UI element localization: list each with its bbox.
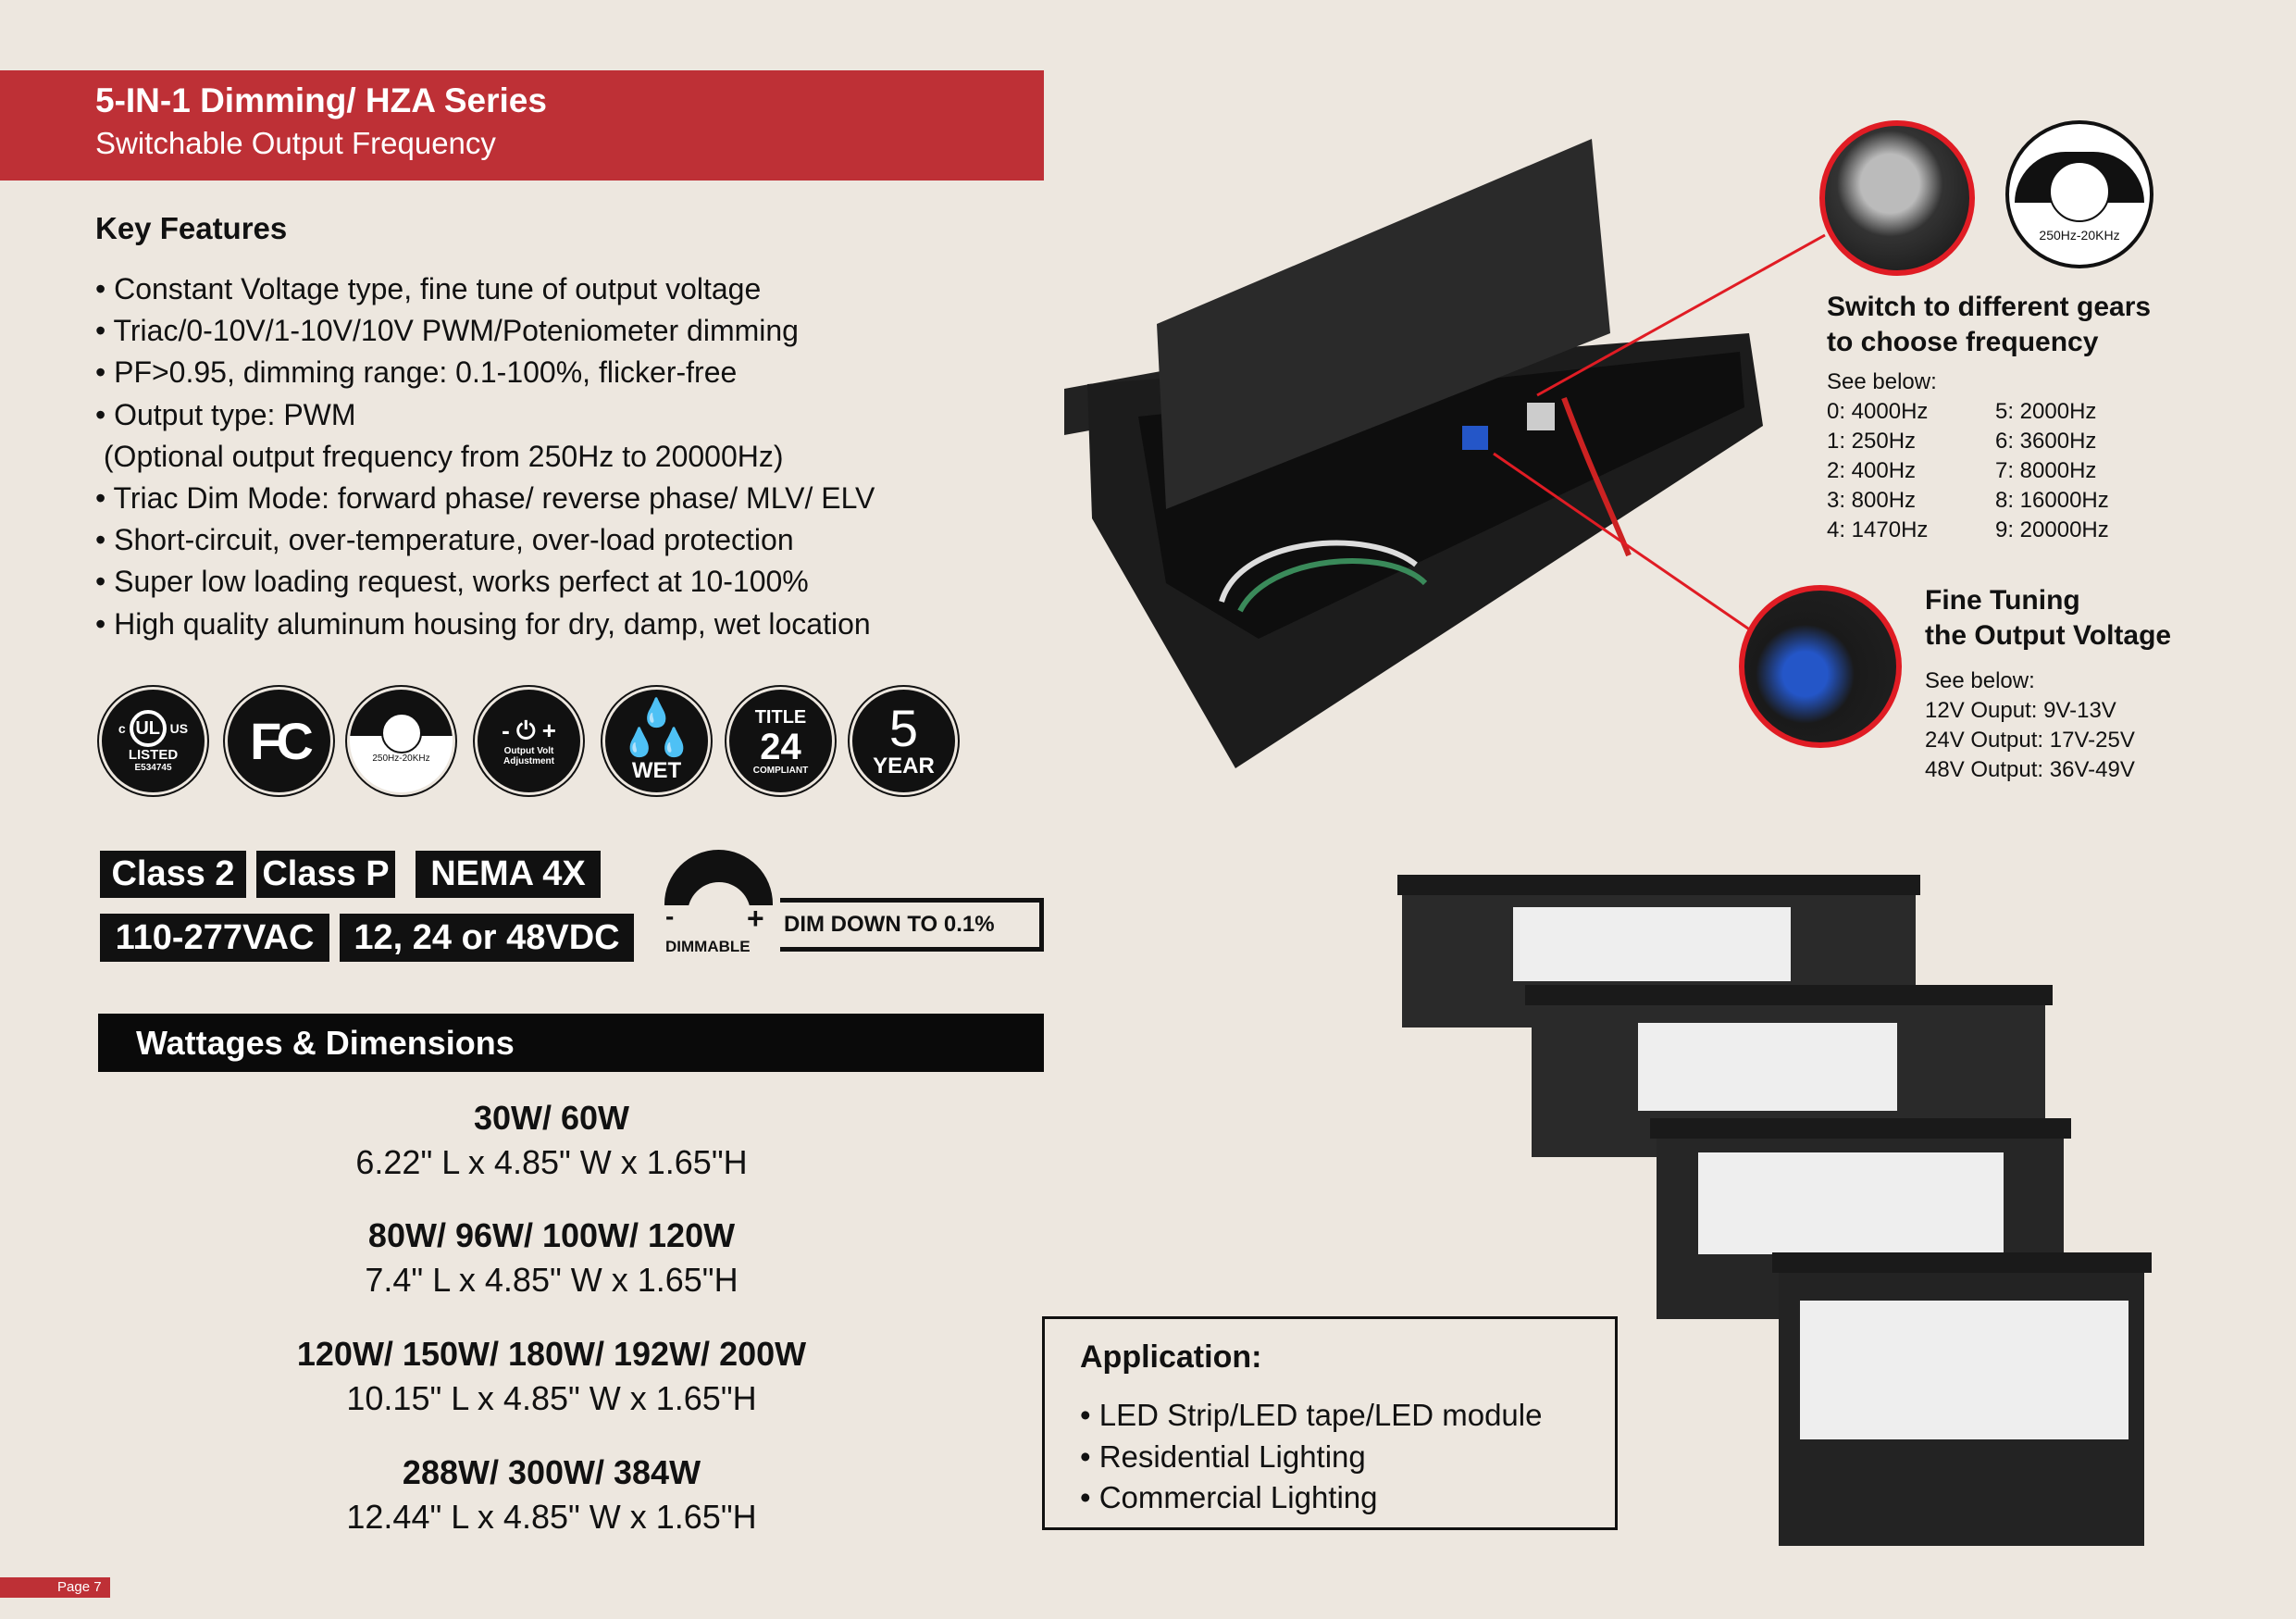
voltage-range: 48V Output: 36V-49V (1925, 757, 2135, 782)
feature-item: • High quality aluminum housing for dry,… (95, 606, 871, 641)
application-item: • Commercial Lighting (1080, 1480, 1378, 1514)
freq-option: 2: 400Hz (1827, 458, 1917, 483)
minus: - (665, 902, 675, 930)
classp-badge: Class P (256, 851, 395, 898)
housing-lid (1157, 139, 1610, 509)
wattage-group: 120W/ 150W/ 180W/ 192W/ 200W 10.15" L x 4… (0, 1332, 1103, 1421)
frequency-col-1: 0: 4000Hz 1: 250Hz 2: 400Hz 3: 800Hz 4: … (1827, 397, 1928, 545)
freq-option: 7: 8000Hz (1995, 458, 2097, 483)
frequency-heading-1: Switch to different gears (1827, 292, 2152, 322)
frequency-heading-2: to choose frequency (1827, 327, 2099, 357)
wattage-values: 30W/ 60W (473, 1099, 630, 1137)
warranty-label: YEAR (873, 753, 935, 778)
freq-option: 3: 800Hz (1827, 488, 1917, 513)
wet-location-icon: 💧💧💧 WET (602, 687, 711, 795)
frequency-switch (1527, 403, 1555, 430)
application-heading: Application: (1080, 1339, 1262, 1375)
title24-num: 24 (760, 726, 801, 767)
wattage-group: 80W/ 96W/ 100W/ 120W 7.4" L x 4.85" W x 1… (0, 1214, 1103, 1302)
freq-option: 9: 20000Hz (1995, 517, 2109, 542)
frequency-switch-closeup (1819, 120, 1975, 276)
minus: - (502, 716, 510, 744)
driver-unit (1772, 1252, 2152, 1546)
class2-badge: Class 2 (100, 851, 246, 898)
feature-item: • Triac Dim Mode: forward phase/ reverse… (95, 481, 875, 516)
feature-item: • Short-circuit, over-temperature, over-… (95, 523, 794, 557)
frequency-dial-icon: 250Hz-20KHz (347, 687, 455, 795)
wet-label: WET (631, 757, 682, 783)
feature-item: (Optional output frequency from 250Hz to… (95, 439, 784, 473)
dim-down-badge: DIM DOWN TO 0.1% (780, 898, 1044, 952)
wattage-values: 120W/ 150W/ 180W/ 192W/ 200W (296, 1335, 807, 1373)
nema4x-badge: NEMA 4X (416, 851, 601, 898)
freq-option: 6: 3600Hz (1995, 429, 2097, 454)
voltage-pot-closeup (1739, 585, 1902, 748)
voltage-heading-2: the Output Voltage (1925, 620, 2172, 651)
header-banner: 5-IN-1 Dimming/ HZA Series Switchable Ou… (0, 70, 1044, 181)
feature-item: • Super low loading request, works perfe… (95, 565, 809, 599)
series-title: 5-IN-1 Dimming/ HZA Series (95, 81, 547, 119)
application-item: • LED Strip/LED tape/LED module (1080, 1398, 1543, 1432)
freq-option: 1: 250Hz (1827, 429, 1917, 454)
voltage-list: 12V Ouput: 9V-13V 24V Output: 17V-25V 48… (1925, 696, 2135, 785)
series-subtitle: Switchable Output Frequency (95, 126, 496, 160)
warranty-icon: 5 YEAR (850, 687, 958, 795)
key-features-heading: Key Features (95, 211, 288, 245)
feature-item: • Triac/0-10V/1-10V/10V PWM/Poteniometer… (95, 314, 799, 348)
driver-lineup-photo (1397, 875, 2152, 1546)
freq-option: 4: 1470Hz (1827, 517, 1929, 542)
freq-option: 8: 16000Hz (1995, 488, 2109, 513)
ul-us: US (169, 720, 189, 736)
frequency-see-below: See below: (1827, 369, 1937, 394)
key-features-list: • Constant Voltage type, fine tune of ou… (95, 268, 875, 645)
wattage-group: 288W/ 300W/ 384W 12.44" L x 4.85" W x 1.6… (0, 1451, 1103, 1539)
fcc-icon: FC (225, 687, 333, 795)
dial-label: 250Hz-20KHz (2039, 228, 2120, 243)
wattage-values: 288W/ 300W/ 384W (402, 1453, 701, 1491)
title24-icon: TITLE 24 COMPLIANT (726, 687, 835, 795)
ul-listed-text: LISTED (128, 746, 179, 763)
feature-item: • PF>0.95, dimming range: 0.1-100%, flic… (95, 355, 738, 390)
wattage-values: 80W/ 96W/ 100W/ 120W (367, 1216, 736, 1254)
voltage-potentiometer (1462, 426, 1488, 450)
voltage-range: 12V Ouput: 9V-13V (1925, 698, 2116, 723)
input-voltage-badge: 110-277VAC (100, 914, 329, 962)
voltage-heading-1: Fine Tuning (1925, 585, 2080, 616)
wattage-group: 30W/ 60W 6.22" L x 4.85" W x 1.65"H (0, 1096, 1103, 1185)
freq-option: 5: 2000Hz (1995, 399, 2097, 424)
driver-open-photo (1064, 139, 1763, 768)
callout-lines (1493, 233, 1826, 641)
warranty-years: 5 (888, 698, 919, 757)
dimensions: 7.4" L x 4.85" W x 1.65"H (365, 1261, 738, 1299)
wattages-heading: Wattages & Dimensions (98, 1014, 1044, 1072)
dimensions: 12.44" L x 4.85" W x 1.65"H (346, 1498, 757, 1536)
output-volt-adjust-icon: - ⏻ + Output Volt Adjustment (475, 687, 583, 795)
page-number: Page 7 (0, 1577, 110, 1598)
volt-label: Output Volt Adjustment (503, 745, 554, 766)
title24-compliant: COMPLIANT (752, 765, 809, 776)
application-box: Application: • LED Strip/LED tape/LED mo… (1042, 1316, 1618, 1530)
freq-option: 0: 4000Hz (1827, 399, 1929, 424)
plus: + (541, 716, 556, 744)
feature-item: • Constant Voltage type, fine tune of ou… (95, 272, 762, 305)
freq-label: 250Hz-20KHz (372, 753, 430, 764)
feature-item: • Output type: PWM (95, 397, 356, 431)
application-item: • Residential Lighting (1080, 1438, 1366, 1474)
dimensions: 10.15" L x 4.85" W x 1.65"H (346, 1379, 757, 1417)
ul-c: c (118, 720, 126, 736)
title24-title: TITLE (754, 706, 807, 728)
dimensions: 6.22" L x 4.85" W x 1.65"H (355, 1143, 748, 1181)
frequency-dial-diagram: 250Hz-20KHz (2005, 120, 2153, 268)
frequency-col-2: 5: 2000Hz 6: 3600Hz 7: 8000Hz 8: 16000Hz… (1995, 397, 2109, 545)
dimmable-label: DIMMABLE (665, 938, 751, 955)
voltage-see-below: See below: (1925, 668, 2035, 693)
ul-number: E534745 (134, 762, 172, 773)
plus: + (747, 902, 764, 935)
dimmable-icon: - + DIMMABLE (662, 850, 777, 961)
output-voltage-badge: 12, 24 or 48VDC (340, 914, 634, 962)
voltage-range: 24V Output: 17V-25V (1925, 728, 2135, 753)
